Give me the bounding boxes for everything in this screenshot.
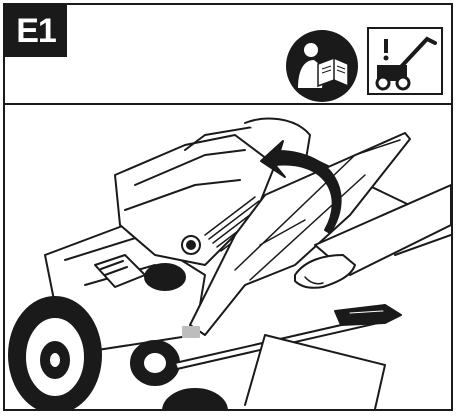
roller-knob bbox=[130, 340, 180, 386]
front-wheel bbox=[8, 296, 102, 409]
instruction-panel: E1 bbox=[3, 3, 453, 411]
panel-header: E1 bbox=[5, 5, 451, 105]
lift-arrow bbox=[260, 140, 342, 234]
step-badge: E1 bbox=[5, 5, 67, 57]
read-manual-icon bbox=[286, 30, 358, 102]
mower-cover-illustration bbox=[8, 117, 451, 409]
mower-grassbox-icon bbox=[367, 27, 443, 95]
hand bbox=[294, 254, 356, 289]
